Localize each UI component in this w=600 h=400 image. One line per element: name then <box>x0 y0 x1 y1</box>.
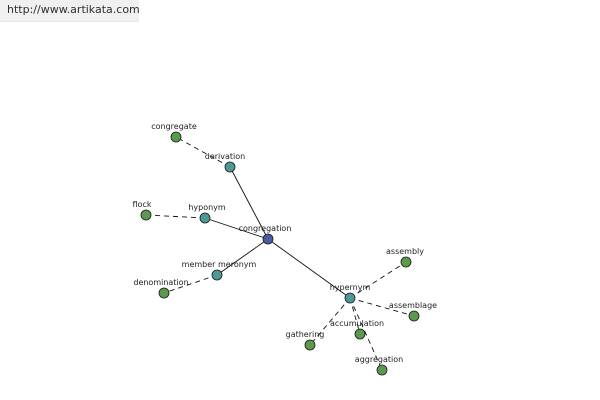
node-hypernym[interactable] <box>344 292 356 304</box>
edge-congregation-to-hypernym <box>267 238 351 299</box>
node-label-hypernym: hypernym <box>330 283 371 292</box>
node-label-gathering: gathering <box>286 330 325 339</box>
node-congregate[interactable] <box>170 131 182 143</box>
node-label-assembly: assembly <box>386 247 424 256</box>
edge-hypernym-to-assembly <box>349 261 407 299</box>
node-label-derivation: derivation <box>205 152 245 161</box>
node-member-meronym[interactable] <box>211 269 223 281</box>
edge-hypernym-to-aggregation <box>349 297 383 371</box>
nodes-layer <box>140 131 420 376</box>
node-label-assemblage: assemblage <box>389 301 437 310</box>
node-hyponym[interactable] <box>199 212 211 224</box>
node-gathering[interactable] <box>304 339 316 351</box>
node-label-congregate: congregate <box>151 122 197 131</box>
node-derivation[interactable] <box>224 161 236 173</box>
node-assemblage[interactable] <box>408 310 420 322</box>
node-flock[interactable] <box>140 209 152 221</box>
node-label-aggregation: aggregation <box>355 355 403 364</box>
edge-congregation-to-hyponym <box>204 217 269 240</box>
edge-congregation-to-member-meronym <box>216 238 269 276</box>
node-label-denomination: denomination <box>133 278 188 287</box>
labels-layer: congregation derivation hyponym member mero… <box>133 122 438 364</box>
edge-hypernym-to-gathering <box>309 297 351 346</box>
node-assembly[interactable] <box>400 256 412 268</box>
node-label-hyponym: hyponym <box>188 203 226 212</box>
node-accumulation[interactable] <box>354 328 366 340</box>
node-congregation[interactable] <box>262 233 274 245</box>
edge-derivation-to-congregate <box>175 136 231 168</box>
edge-hypernym-to-assemblage <box>349 297 415 317</box>
site-url-link[interactable]: http://www.artikata.com <box>7 3 140 16</box>
edge-member-meronym-to-denomination <box>163 274 218 294</box>
edge-congregation-to-derivation <box>229 166 269 240</box>
node-label-flock: flock <box>133 200 152 209</box>
edges-layer <box>145 136 415 371</box>
node-aggregation[interactable] <box>376 364 388 376</box>
url-banner: http://www.artikata.com <box>0 0 140 22</box>
node-denomination[interactable] <box>158 287 170 299</box>
edge-hypernym-to-accumulation <box>349 297 361 335</box>
node-label-member-meronym: member meronym <box>182 260 257 269</box>
edge-hyponym-to-flock <box>145 214 206 219</box>
node-label-congregation: congregation <box>239 224 292 233</box>
node-label-accumulation: accumulation <box>330 319 384 328</box>
